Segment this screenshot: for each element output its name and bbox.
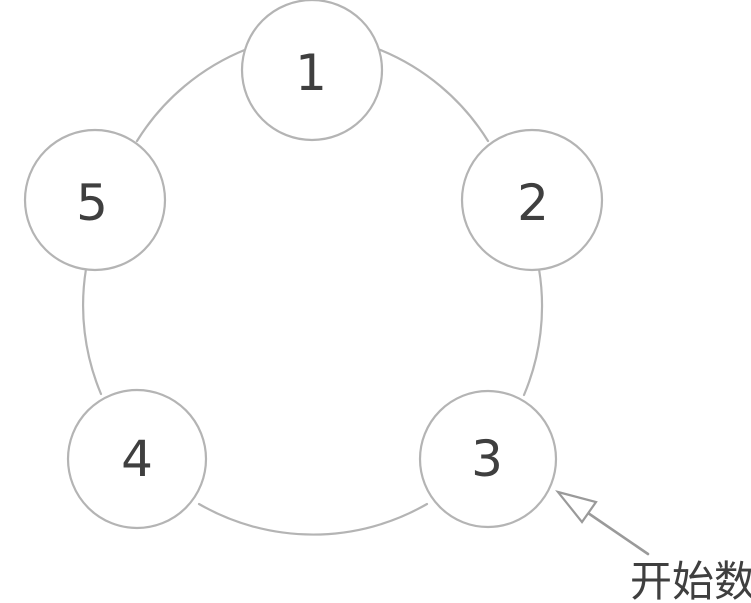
arrow-head-outline [555,490,598,524]
start-annotation-arrow [555,490,650,556]
arc-3-to-4 [197,502,429,536]
node-circle-3[interactable] [418,389,558,529]
ring-connections [81,47,544,536]
node-circle-5[interactable] [23,128,167,272]
arc-1-to-2 [376,47,490,143]
node-label-4: 4 [121,430,153,488]
arc-5-to-1 [135,47,249,143]
ring-nodes [23,0,604,530]
node-circle-2[interactable] [460,128,604,272]
node-label-2: 2 [517,174,549,232]
node-circle-1[interactable] [240,0,384,142]
node-label-5: 5 [76,174,108,232]
node-circle-4[interactable] [66,388,208,530]
arrow-shaft-line [586,511,650,556]
ring-node-labels: 1 2 3 4 5 [76,44,549,488]
node-label-1: 1 [295,44,327,102]
start-number-annotation-label: 开始数 [630,557,751,603]
arc-4-to-5 [81,267,103,396]
node-label-3: 3 [471,430,503,488]
arc-2-to-3 [522,267,544,397]
